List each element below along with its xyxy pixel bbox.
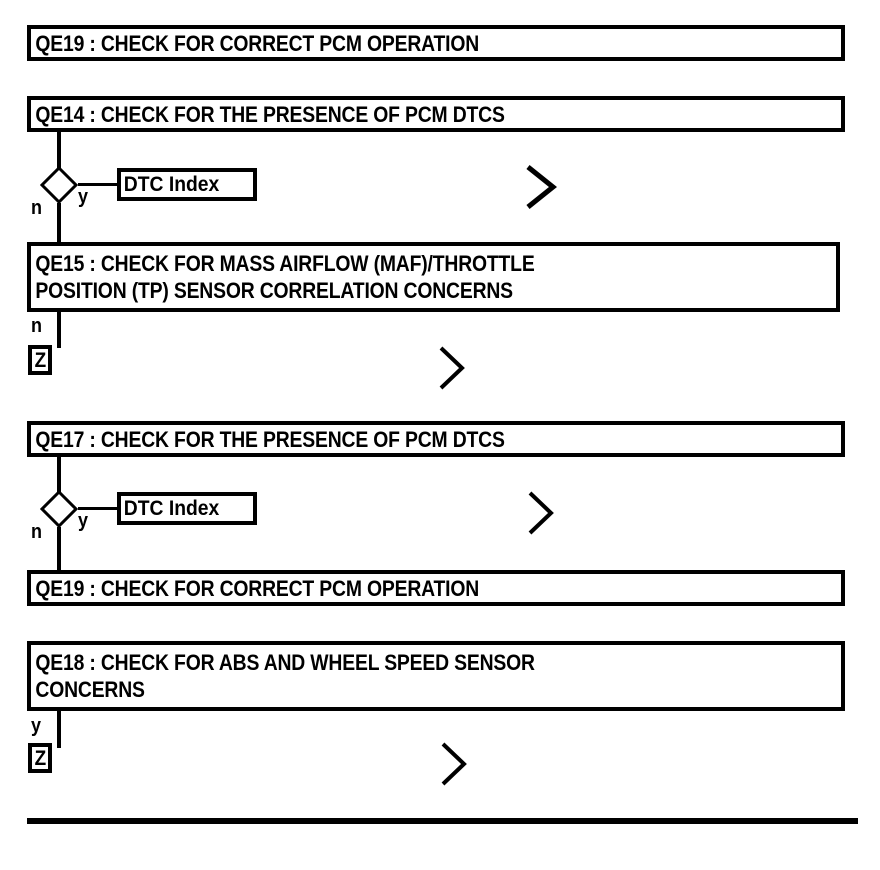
- bottom-divider-rule: [27, 818, 858, 824]
- step-box-qe14[interactable]: QE14 : CHECK FOR THE PRESENCE OF PCM DTC…: [27, 96, 845, 132]
- step-box-qe15[interactable]: QE15 : CHECK FOR MASS AIRFLOW (MAF)/THRO…: [27, 242, 840, 312]
- decision-diamond-2[interactable]: [40, 490, 78, 528]
- edge-label-n-1: n: [31, 197, 42, 219]
- step-box-qe19-bottom[interactable]: QE19 : CHECK FOR CORRECT PCM OPERATION: [27, 570, 845, 606]
- edge-label-y-3: y: [31, 715, 42, 737]
- step-box-qe18[interactable]: QE18 : CHECK FOR ABS AND WHEEL SPEED SEN…: [27, 641, 845, 711]
- step-label-qe18: QE18 : CHECK FOR ABS AND WHEEL SPEED SEN…: [35, 650, 535, 702]
- connector-decision2-to-dtc-index: [78, 507, 118, 510]
- step-label-qe19-bottom: QE19 : CHECK FOR CORRECT PCM OPERATION: [35, 575, 480, 601]
- terminator-label-z-2: Z: [34, 746, 46, 770]
- edge-label-y-2: y: [78, 510, 89, 532]
- edge-label-y-1: y: [78, 186, 89, 208]
- edge-label-n-2: n: [31, 315, 42, 337]
- connector-decision1-to-qe15: [57, 203, 61, 242]
- connector-qe18-to-terminator2: [57, 711, 61, 748]
- terminator-box-z-1[interactable]: Z: [28, 345, 52, 375]
- step-label-qe17: QE17 : CHECK FOR THE PRESENCE OF PCM DTC…: [35, 426, 505, 452]
- terminator-box-z-2[interactable]: Z: [28, 743, 52, 773]
- chevron-right-icon-3: [527, 490, 557, 536]
- chevron-right-icon-1: [524, 163, 560, 211]
- reference-label-dtc-index-2: DTC Index: [123, 497, 220, 520]
- edge-label-n-3: n: [31, 521, 42, 543]
- connector-decision2-to-qe19: [57, 527, 61, 570]
- step-box-qe17[interactable]: QE17 : CHECK FOR THE PRESENCE OF PCM DTC…: [27, 421, 845, 457]
- chevron-right-icon-4: [440, 741, 470, 787]
- decision-diamond-1[interactable]: [40, 166, 78, 204]
- connector-qe15-to-terminator1: [57, 312, 61, 348]
- reference-label-dtc-index-1: DTC Index: [123, 173, 220, 196]
- reference-box-dtc-index-1[interactable]: DTC Index: [117, 168, 257, 201]
- connector-decision1-to-dtc-index: [78, 183, 118, 186]
- connector-qe14-to-decision1: [57, 132, 61, 168]
- terminator-label-z-1: Z: [34, 348, 46, 372]
- reference-box-dtc-index-2[interactable]: DTC Index: [117, 492, 257, 525]
- step-label-qe14: QE14 : CHECK FOR THE PRESENCE OF PCM DTC…: [35, 101, 505, 127]
- step-label-qe19-top: QE19 : CHECK FOR CORRECT PCM OPERATION: [35, 30, 480, 56]
- step-label-qe15: QE15 : CHECK FOR MASS AIRFLOW (MAF)/THRO…: [35, 251, 535, 303]
- step-box-qe19-top[interactable]: QE19 : CHECK FOR CORRECT PCM OPERATION: [27, 25, 845, 61]
- connector-qe17-to-decision2: [57, 457, 61, 492]
- chevron-right-icon-2: [438, 345, 468, 391]
